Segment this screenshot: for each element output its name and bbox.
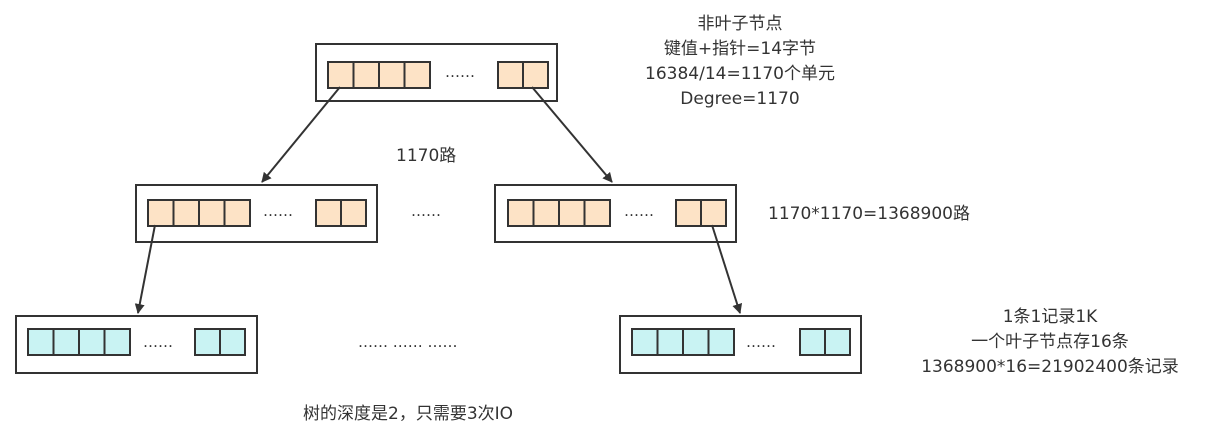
key-cell (707, 328, 735, 356)
leaf-gap-ellipsis: …… …… …… (358, 333, 458, 351)
key-cell (675, 199, 702, 227)
key-cell (194, 328, 221, 356)
internal-info-line: Degree=1170 (680, 89, 800, 109)
internal-info-line: 非叶子节点 (697, 14, 783, 34)
internal-info: 非叶子节点 键值+指针=14字节 16384/14=1170个单元 Degree… (645, 12, 835, 112)
key-cell (682, 328, 710, 356)
key-cell (558, 199, 586, 227)
key-cell (52, 328, 80, 356)
key-cell (824, 328, 851, 356)
arrow-root-right (531, 86, 613, 183)
key-cell (378, 61, 406, 89)
leaf-info: 1条1记录1K 一个叶子节点存16条 1368900*16=21902400条记… (921, 305, 1179, 380)
key-cell (583, 199, 611, 227)
key-cell (631, 328, 659, 356)
key-cell (27, 328, 55, 356)
key-cell (497, 61, 524, 89)
key-cell (315, 199, 342, 227)
arrow-root-left (261, 86, 341, 183)
key-cell (656, 328, 684, 356)
leaf-info-line: 1368900*16=21902400条记录 (921, 357, 1179, 377)
key-cell (522, 61, 549, 89)
arrow-mid-left-leaf (134, 224, 156, 314)
level2-label: 1170*1170=1368900路 (768, 204, 970, 224)
key-cell (340, 199, 367, 227)
key-cell (352, 61, 380, 89)
key-cell (223, 199, 251, 227)
leaf-info-line: 一个叶子节点存16条 (971, 332, 1129, 352)
arrow-mid-right-leaf (711, 224, 743, 314)
key-cell (103, 328, 131, 356)
leaf-info-line: 1条1记录1K (1002, 307, 1098, 327)
key-cell (403, 61, 431, 89)
root-ellipsis: …… (445, 63, 475, 81)
footer-note: 树的深度是2，只需要3次IO (303, 404, 514, 424)
key-cell (700, 199, 727, 227)
internal-info-line: 16384/14=1170个单元 (645, 64, 835, 84)
key-cell (219, 328, 246, 356)
leaf-right-ellipsis: …… (746, 333, 776, 351)
key-cell (532, 199, 560, 227)
key-cell (172, 199, 200, 227)
leaf-left-ellipsis: …… (143, 333, 173, 351)
internal-info-line: 键值+指针=14字节 (663, 39, 817, 59)
key-cell (147, 199, 175, 227)
key-cell (327, 61, 355, 89)
key-cell (78, 328, 106, 356)
level1-label: 1170路 (396, 146, 457, 166)
mid-right-ellipsis: …… (624, 202, 654, 220)
key-cell (799, 328, 826, 356)
mid-gap-ellipsis: …… (411, 202, 441, 220)
mid-left-ellipsis: …… (263, 202, 293, 220)
key-cell (507, 199, 535, 227)
key-cell (198, 199, 226, 227)
